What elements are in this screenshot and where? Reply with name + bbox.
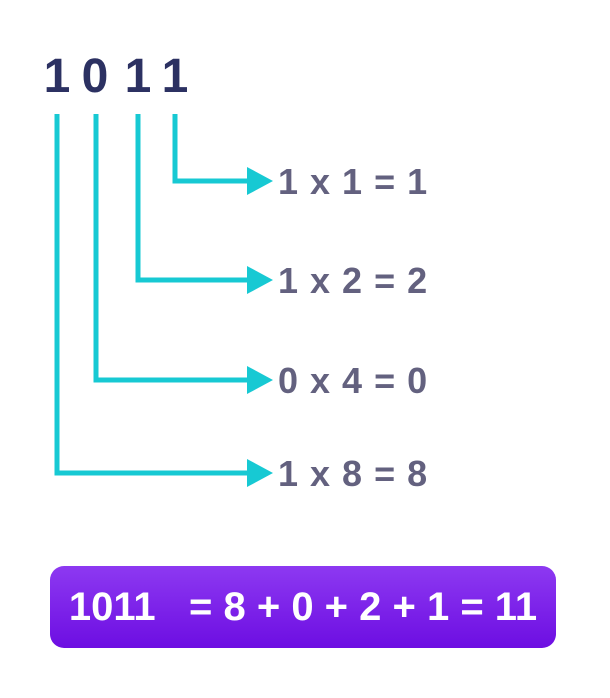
connector-bit-twos (135, 114, 273, 294)
equation-row-2: 1 x 2 = 2 (278, 260, 429, 301)
arrowhead-icon (247, 366, 273, 394)
binary-digit-1: 1 (43, 50, 71, 103)
connector-bit-ones (172, 114, 273, 195)
equation-row-4: 1 x 8 = 8 (278, 453, 429, 494)
binary-digit-3: 1 (124, 50, 152, 103)
arrowhead-icon (247, 266, 273, 294)
connector-line (93, 114, 249, 383)
connector-line (135, 114, 249, 283)
equation-row-1: 1 x 1 = 1 (278, 161, 429, 202)
binary-digit-2: 0 (81, 50, 109, 103)
connector-bit-eights (54, 114, 273, 487)
connector-line (54, 114, 249, 476)
connector-bit-fours (93, 114, 273, 394)
arrowhead-icon (247, 459, 273, 487)
result-text: 1011 = 8 + 0 + 2 + 1 = 11 (68, 585, 538, 629)
binary-digit-4: 1 (161, 50, 189, 103)
connector-line (172, 114, 249, 184)
equation-row-3: 0 x 4 = 0 (278, 360, 429, 401)
result-box: 1011 = 8 + 0 + 2 + 1 = 11 (50, 566, 556, 648)
arrowhead-icon (247, 167, 273, 195)
